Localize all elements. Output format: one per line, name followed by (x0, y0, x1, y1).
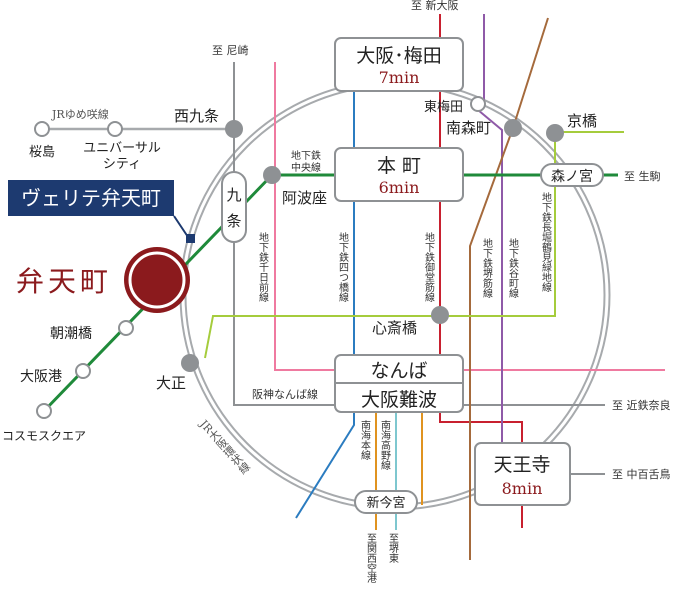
station-dot-higashiumeda[interactable] (470, 96, 486, 112)
line-label-tanimachi: 地下鉄谷町線 (507, 237, 519, 298)
line-label-nagahori: 地下鉄長堀鶴見緑地線 (540, 191, 552, 292)
station-morinomiya[interactable]: 森ノ宮 (540, 163, 604, 187)
station-name-morinomiya: 森ノ宮 (551, 169, 593, 185)
station-label-awaza: 阿波座 (282, 189, 327, 207)
midosuji-south (439, 412, 523, 443)
sakaisuji-line (469, 17, 549, 560)
destination-nakamozu: 至 中百舌鳥 (612, 467, 671, 481)
station-label-universal: ユニバーサル (83, 141, 161, 156)
station-dot-universal[interactable] (107, 121, 123, 137)
station-name-umeda: 大阪･梅田 (356, 45, 442, 67)
tanimachi-line (476, 14, 503, 443)
station-box-umeda[interactable]: 大阪･梅田 7min (334, 37, 464, 92)
yotsubashi-south (295, 412, 355, 519)
hanshin-namba-line (233, 129, 338, 406)
line-label-nankai-main: 南海本線 (359, 419, 371, 460)
station-dot-shinsaibashi[interactable] (431, 306, 449, 324)
station-dot-kyobashi[interactable] (546, 124, 564, 142)
line-label-chuo-b: 中央線 (291, 161, 321, 174)
destination-sakaihigashi: 至堺東 (387, 533, 399, 564)
line-label-jr-yumesaki: JRゆめ咲線 (51, 107, 109, 121)
station-label-sakurajima: 桜島 (29, 145, 55, 160)
station-label-kyobashi: 京橋 (567, 112, 597, 130)
station-box-honmachi[interactable]: 本 町 6min (334, 147, 464, 202)
line-label-yotsubashi: 地下鉄四つ橋線 (337, 231, 349, 302)
station-dot-asashiobashi[interactable] (118, 320, 134, 336)
station-dot-osakako[interactable] (75, 363, 91, 379)
line-label-midosuji: 地下鉄御堂筋線 (423, 231, 435, 302)
property-name: ヴェリテ弁天町 (21, 186, 161, 210)
line-label-hanshin-namba: 阪神なんば線 (252, 387, 318, 401)
station-label-cosmosquare: コスモスクエア (2, 429, 86, 443)
station-dot-taisho[interactable] (181, 354, 199, 372)
property-banner: ヴェリテ弁天町 (8, 180, 195, 243)
station-shinimamiya[interactable]: 新今宮 (354, 490, 418, 514)
travel-time-honmachi: 6min (379, 178, 420, 197)
travel-time-tennoji: 8min (502, 479, 543, 498)
destination-ikoma: 至 生駒 (624, 169, 661, 183)
line-label-sennichimae: 地下鉄千日前線 (257, 231, 269, 302)
station-dot-sakurajima[interactable] (34, 121, 50, 137)
station-name-kujo-1: 九 (226, 186, 241, 204)
travel-time-umeda: 7min (379, 68, 420, 87)
destination-amagasaki: 至 尼崎 (212, 43, 249, 57)
station-label-osakako: 大阪港 (20, 369, 62, 385)
station-dot-awaza[interactable] (263, 166, 281, 184)
station-dot-minamimorimachi[interactable] (504, 119, 522, 137)
station-box-tennoji[interactable]: 天王寺 8min (474, 442, 571, 506)
station-dot-cosmosquare[interactable] (36, 403, 52, 419)
line-label-sakaisuji: 地下鉄堺筋線 (481, 237, 493, 298)
station-name-shinimamiya: 新今宮 (366, 495, 405, 511)
station-name-honmachi: 本 町 (377, 155, 421, 177)
line-label-chuo-a: 地下鉄 (291, 149, 321, 162)
destination-kintetsu-nara: 至 近鉄奈良 (612, 398, 671, 412)
nagahori-line (204, 131, 624, 359)
station-label-city: シティ (103, 157, 141, 172)
line-label-nankai-koya: 南海高野線 (379, 419, 391, 470)
station-box-namba[interactable]: なんば 大阪難波 (334, 354, 464, 413)
hub-station-name: 弁天町 (16, 265, 112, 298)
destination-kansai-airport: 至関西空港 (365, 533, 377, 583)
station-name-namba: なんば (370, 360, 427, 382)
station-kujo[interactable]: 九 条 (221, 171, 247, 243)
station-label-shinsaibashi: 心斎橋 (372, 319, 417, 337)
station-name-osaka-namba: 大阪難波 (361, 389, 437, 411)
sennichimae-line (274, 62, 338, 371)
property-marker-icon (186, 234, 195, 243)
destination-shinosaka: 至 新大阪 (411, 0, 459, 12)
station-label-nishikujo: 西九条 (174, 107, 219, 125)
station-label-taisho: 大正 (156, 374, 186, 392)
station-name-kujo-2: 条 (226, 212, 241, 230)
station-label-minamimorimachi: 南森町 (446, 119, 491, 137)
station-label-asashiobashi: 朝潮橋 (50, 326, 92, 342)
hub-station-bentencho[interactable] (124, 247, 190, 313)
station-dot-nishikujo[interactable] (225, 120, 243, 138)
station-name-tennoji: 天王寺 (493, 454, 550, 476)
station-label-higashiumeda: 東梅田 (424, 99, 463, 115)
